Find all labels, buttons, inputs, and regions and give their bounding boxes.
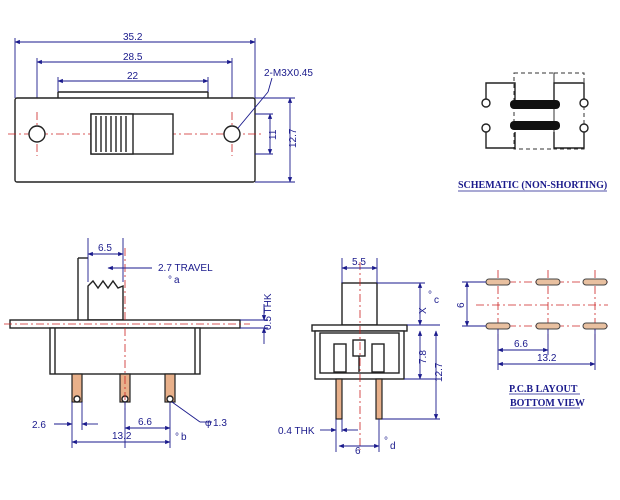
end-actuator (341, 282, 378, 326)
end-pin-right (375, 378, 383, 420)
svg-text:φ: φ (205, 418, 212, 429)
schematic: SCHEMATIC (NON-SHORTING) (458, 72, 607, 192)
svg-text:°: ° (428, 290, 432, 301)
dim-pin-thk: 0.4 THK (278, 426, 315, 437)
pcb-caption-line1: P.C.B LAYOUT (509, 384, 578, 395)
pcb-pad-2 (535, 278, 561, 286)
switch-bar-bottom (510, 121, 560, 130)
pcb-pad-1 (485, 278, 511, 286)
pcb-caption-line2: BOTTOM VIEW (510, 398, 585, 409)
switch-bar-top (510, 100, 560, 109)
dim-thk: 0.5 THK (263, 293, 274, 330)
side-view: 6.5 2.7 TRAVEL ° a 0.5 THK 2.6 6.6 13.2 … (4, 238, 274, 448)
end-mounting-plate (311, 324, 408, 332)
dim-pin-width: 2.6 (32, 420, 46, 431)
svg-text:°: ° (175, 432, 179, 443)
dim-x: X (418, 307, 429, 314)
dim-body: 22 (127, 71, 139, 82)
pcb-pad-5 (535, 322, 561, 330)
end-pin-left (335, 378, 343, 420)
dim-overall: 35.2 (123, 32, 143, 43)
dim-d-sym: d (390, 441, 396, 452)
dim-pin-hole: 1.3 (213, 418, 227, 429)
top-view: 35.2 28.5 22 2-M3X0.45 (8, 32, 313, 183)
dim-body-h: 7.8 (418, 350, 429, 364)
schematic-caption: SCHEMATIC (NON-SHORTING) (458, 180, 607, 191)
dim-height: 12.7 (288, 128, 299, 148)
dim-row-spacing: 6 (456, 302, 467, 308)
svg-text:°: ° (384, 436, 388, 447)
dim-pcb-pitch: 6.6 (514, 339, 528, 350)
dim-travel: 2.7 TRAVEL (158, 263, 213, 274)
contact-tl (481, 98, 491, 108)
svg-text:°: ° (168, 275, 172, 286)
mounting-hole-right (223, 125, 241, 143)
dim-pin-span: 13.2 (112, 431, 132, 442)
pcb-pad-3 (582, 278, 608, 286)
dim-pin-pitch: 6.6 (138, 417, 152, 428)
contact-bl (481, 123, 491, 133)
pcb-pad-4 (485, 322, 511, 330)
dim-end-actuator: 5.5 (352, 257, 366, 268)
actuator-grip (95, 116, 127, 152)
dim-side-actuator: 6.5 (98, 243, 112, 254)
dim-width: 11 (268, 129, 279, 140)
dim-pin-spacing: 6 (355, 446, 361, 457)
dim-pin-span-sym: b (181, 432, 187, 443)
side-actuator (87, 279, 124, 321)
dim-hole-spacing: 28.5 (123, 52, 143, 63)
pcb-layout: 6 6.6 13.2 P.C.B LAYOUT BOTTOM VIEW (456, 270, 608, 409)
contact-tr (579, 98, 589, 108)
dim-travel-sym: a (174, 275, 180, 286)
contact-br (579, 123, 589, 133)
dim-pcb-span: 13.2 (537, 353, 557, 364)
mounting-hole-left (28, 125, 46, 143)
end-view: 5.5 X ° c 7.8 12.7 0.4 THK 6 ° d (278, 257, 445, 457)
dim-total-h: 12.7 (434, 362, 445, 382)
pcb-pad-6 (582, 322, 608, 330)
dim-holes: 2-M3X0.45 (264, 68, 313, 79)
dim-c-sym: c (434, 295, 439, 306)
